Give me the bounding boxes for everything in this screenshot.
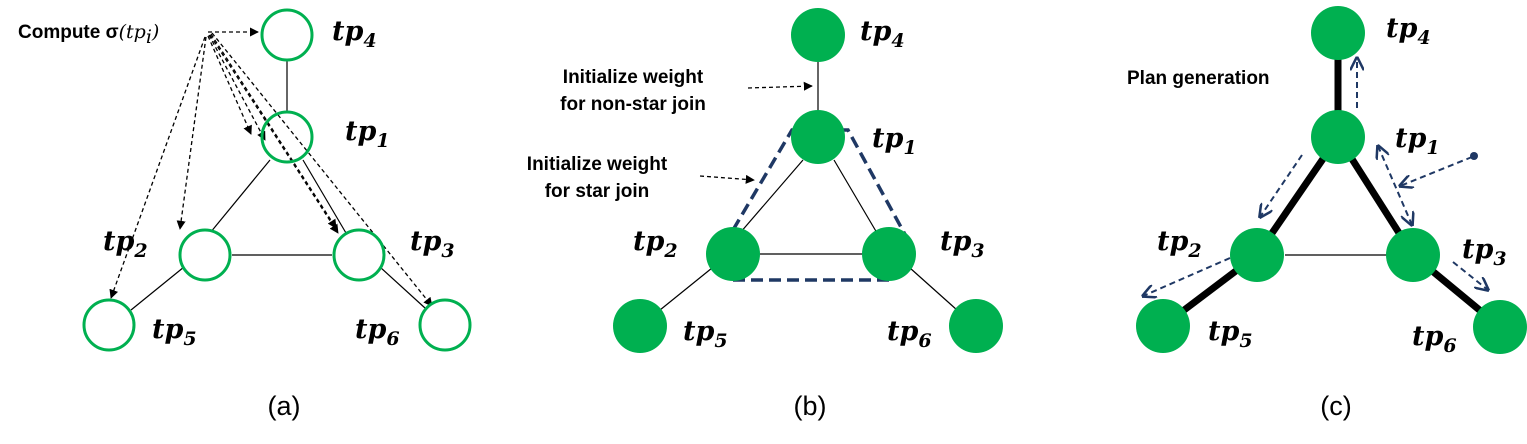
node-b-tp4	[791, 8, 845, 62]
node-b-tp1	[791, 110, 845, 164]
caption-a: (a)	[268, 391, 301, 421]
edge-a-tp3-tp6	[379, 266, 426, 309]
node-a-tp4	[260, 8, 314, 62]
edge-a-tp2-tp5	[130, 266, 185, 311]
edge-b-tp1-tp3	[833, 159, 878, 234]
plan-arrows	[1143, 58, 1488, 296]
node-c-tp5	[1136, 299, 1190, 353]
label-c-tp6: tp6	[1412, 321, 1457, 357]
label-c-tp1: tp1	[1395, 123, 1440, 159]
star-annotation-line1: Initialize weight	[527, 154, 668, 175]
label-a-tp6: tp6	[355, 314, 400, 350]
star-arrow	[699, 174, 755, 184]
plan-annotation: Plan generation	[1127, 68, 1270, 89]
nonstar-annotation-line1: Initialize weight	[563, 67, 704, 88]
plan-start-dot	[1470, 152, 1478, 160]
label-b-tp4: tp4	[860, 16, 905, 52]
label-a-tp1: tp1	[345, 116, 390, 152]
nonstar-arrow	[747, 81, 813, 91]
edge-a-tp1-tp2	[209, 159, 271, 234]
panel-c: tp4 tp1 tp2 tp3 tp5 tp6 Plan generation …	[1127, 6, 1527, 421]
caption-c: (c)	[1320, 391, 1351, 421]
label-c-tp5: tp5	[1208, 316, 1253, 352]
label-c-tp3: tp3	[1462, 234, 1507, 270]
label-c-tp4: tp4	[1386, 13, 1431, 49]
node-c-tp4	[1311, 6, 1365, 60]
panel-a: tp4 tp1 tp2 tp3 tp5 tp6 Compute σ(tpi) (…	[18, 8, 472, 421]
label-b-tp3: tp3	[940, 226, 985, 262]
node-c-tp6	[1473, 300, 1527, 354]
node-a-tp1	[260, 110, 314, 164]
node-a-tp2	[178, 228, 232, 282]
node-a-tp3	[332, 228, 386, 282]
caption-b: (b)	[794, 391, 827, 421]
label-a-tp4: tp4	[332, 16, 377, 52]
node-a-tp6	[418, 298, 472, 352]
label-b-tp2: tp2	[633, 226, 678, 262]
star-annotation-line2: for star join	[545, 181, 650, 202]
label-a-tp2: tp2	[103, 226, 148, 262]
label-b-tp6: tp6	[887, 316, 932, 352]
node-a-tp5	[82, 298, 136, 352]
node-c-tp3	[1386, 228, 1440, 282]
panel-b: tp4 tp1 tp2 tp3 tp5 tp6 Initialize weigh…	[527, 8, 1003, 421]
node-c-tp2	[1230, 228, 1284, 282]
nonstar-annotation-line2: for non-star join	[560, 94, 706, 115]
edge-b-tp2-tp5	[659, 267, 713, 311]
label-a-tp5: tp5	[152, 314, 197, 350]
edge-b-tp3-tp6	[909, 267, 958, 311]
label-b-tp1: tp1	[872, 123, 917, 159]
node-b-tp2	[706, 227, 760, 281]
edge-b-tp1-tp2	[739, 159, 804, 234]
label-a-tp3: tp3	[410, 226, 455, 262]
edge-a-tp1-tp3	[302, 159, 347, 234]
compute-arrows	[109, 27, 433, 307]
node-b-tp3	[862, 227, 916, 281]
label-b-tp5: tp5	[683, 316, 728, 352]
node-c-tp1	[1311, 110, 1365, 164]
node-b-tp5	[613, 299, 667, 353]
node-b-tp6	[949, 299, 1003, 353]
label-c-tp2: tp2	[1157, 226, 1202, 262]
compute-annotation: Compute σ(tpi)	[18, 21, 159, 48]
